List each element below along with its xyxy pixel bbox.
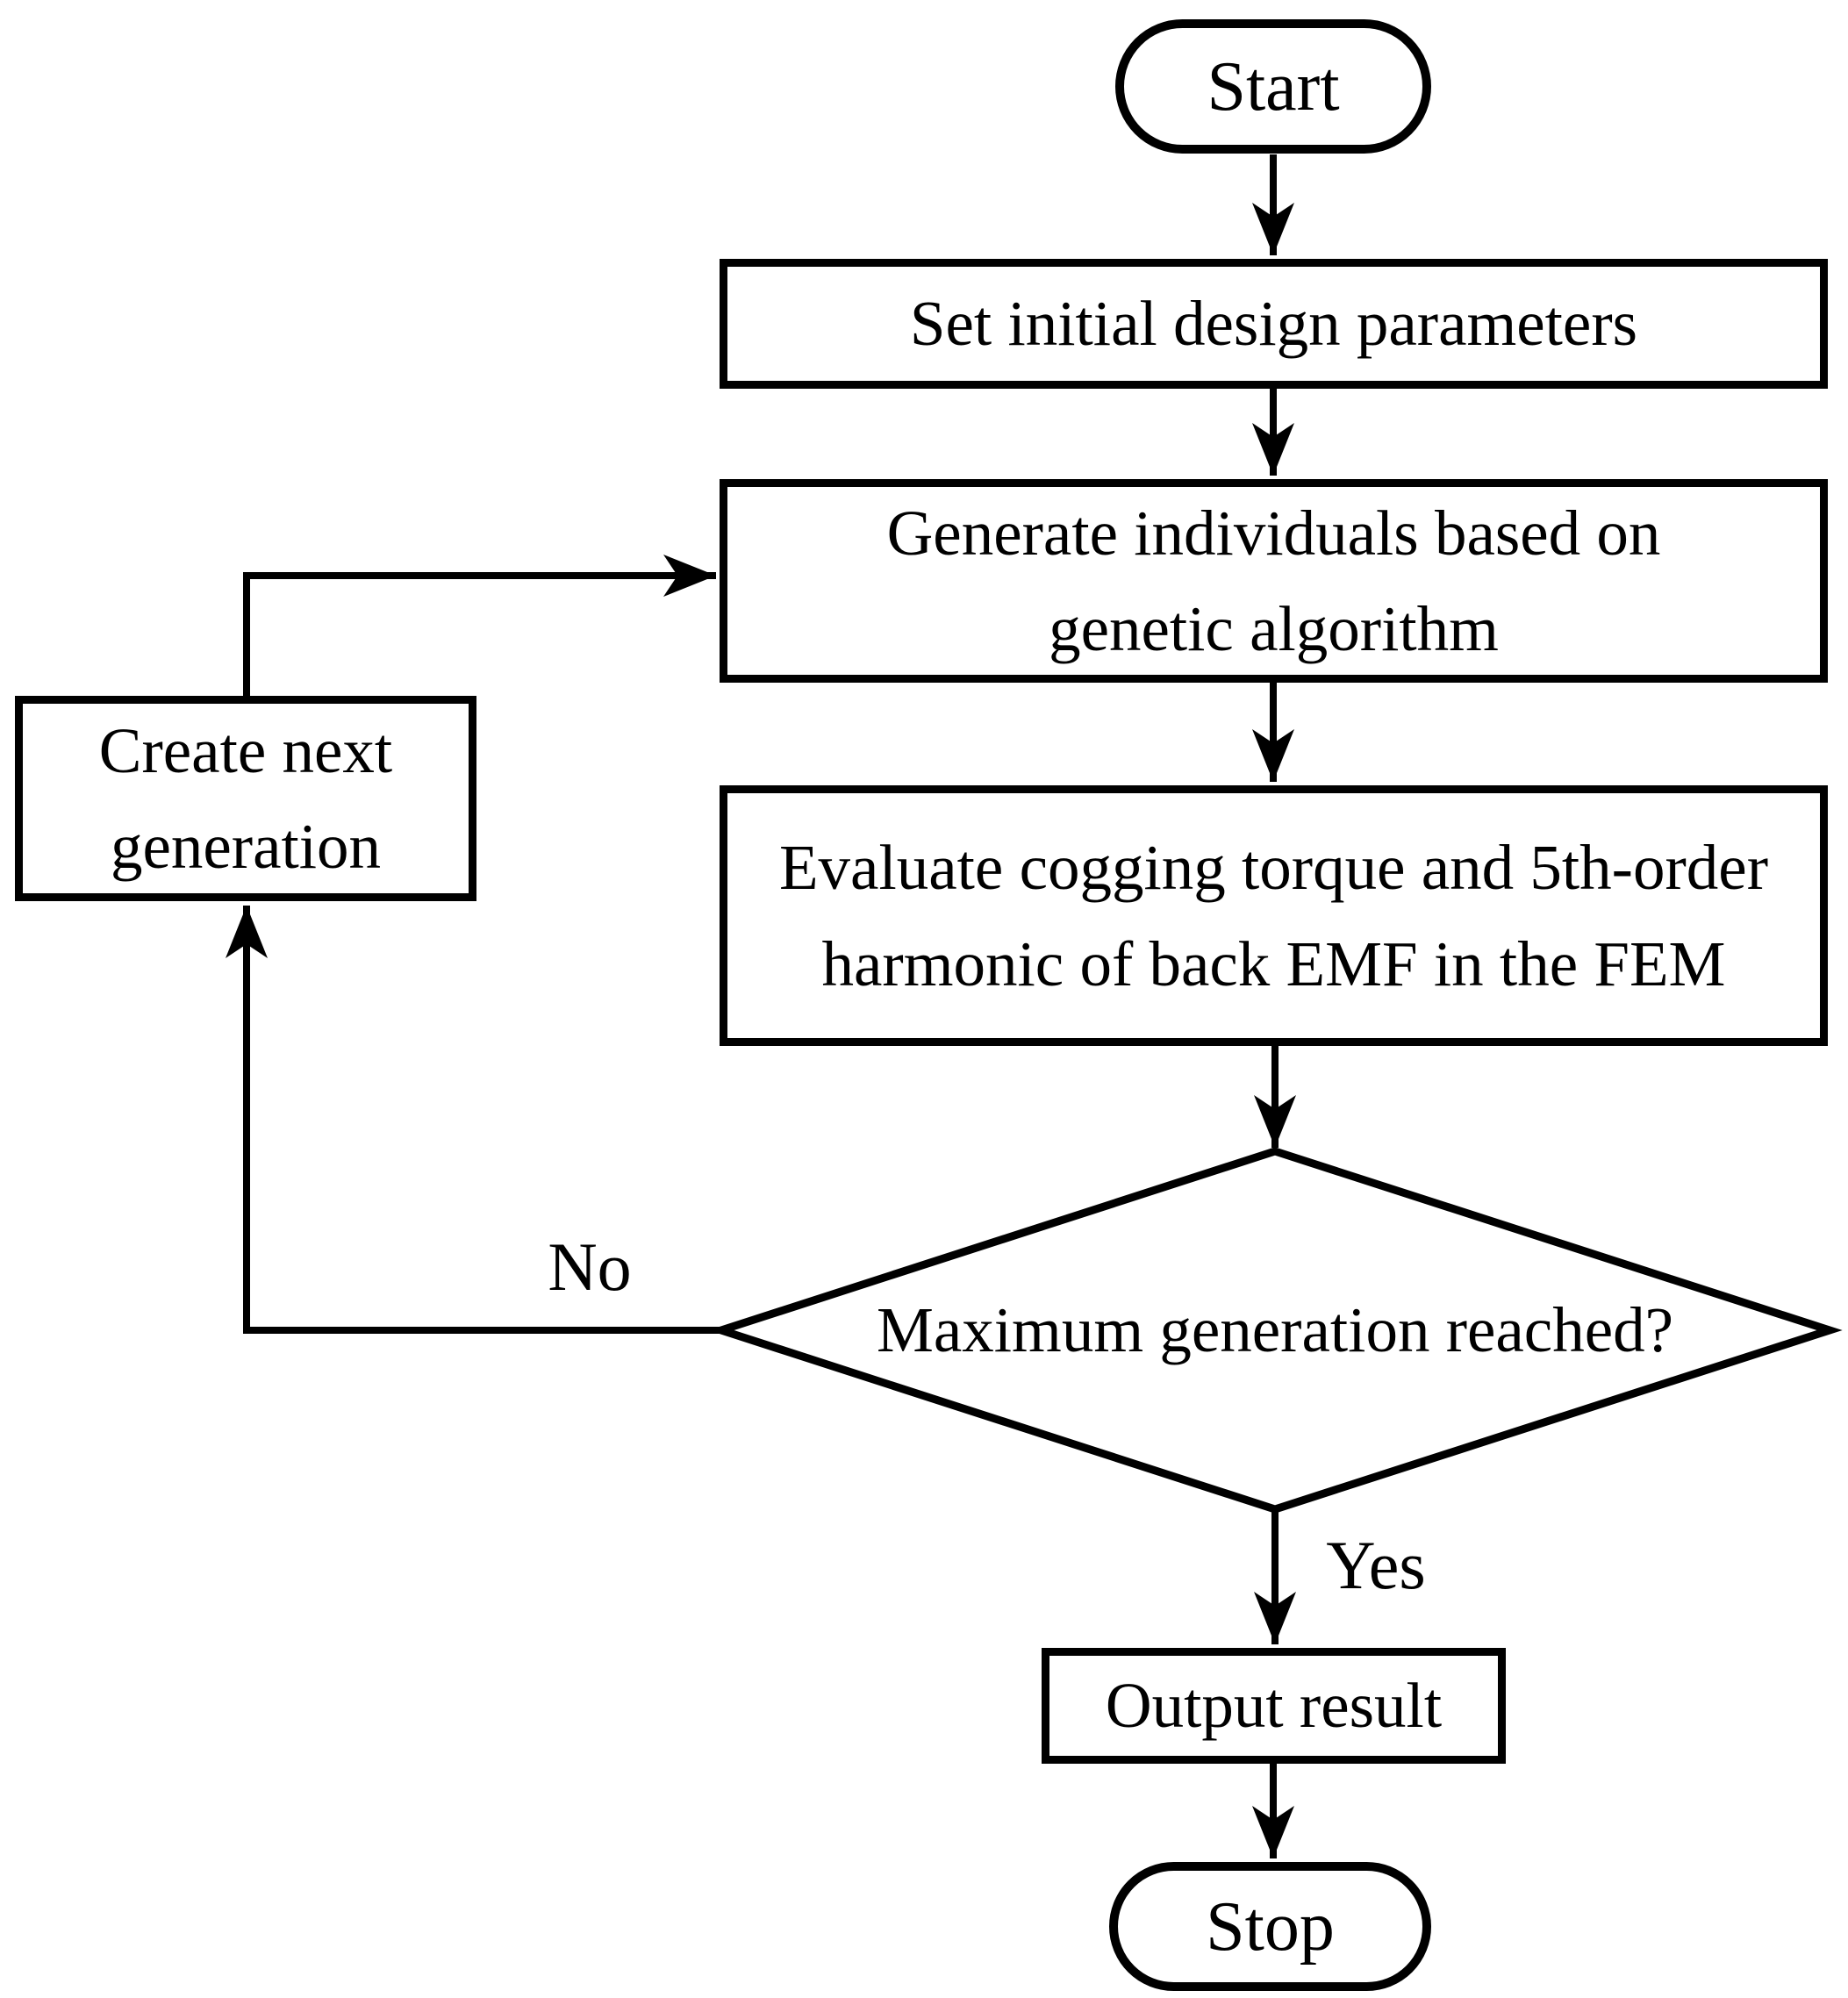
node-generate-line1: Generate individuals based on xyxy=(886,497,1661,569)
edge-label-yes-text: Yes xyxy=(1326,1527,1426,1603)
node-create-next-line1: Create next xyxy=(98,714,393,786)
edge-label-yes: Yes xyxy=(1271,1520,1481,1611)
node-decision-label: Maximum generation reached? xyxy=(746,1264,1804,1397)
edge-label-no: No xyxy=(484,1221,695,1313)
node-evaluate-line2: harmonic of back EMF in the FEM xyxy=(821,927,1726,999)
node-evaluate: Evaluate cogging torque and 5th-order ha… xyxy=(720,785,1828,1046)
edge-label-no-text: No xyxy=(548,1228,632,1305)
node-set-params-label: Set initial design parameters xyxy=(909,288,1638,360)
node-start: Start xyxy=(1115,19,1431,154)
node-evaluate-line1: Evaluate cogging torque and 5th-order xyxy=(778,832,1769,903)
node-create-next-line2: generation xyxy=(110,811,382,882)
node-create-next: Create next generation xyxy=(15,696,476,901)
node-start-label: Start xyxy=(1207,47,1340,125)
node-generate: Generate individuals based on genetic al… xyxy=(720,479,1828,683)
node-output: Output result xyxy=(1042,1648,1506,1764)
node-set-params: Set initial design parameters xyxy=(720,259,1828,389)
node-generate-line2: genetic algorithm xyxy=(1049,593,1499,664)
node-output-label: Output result xyxy=(1105,1670,1443,1742)
node-stop-label: Stop xyxy=(1206,1887,1335,1966)
edge-decision-to-create-no xyxy=(226,906,721,1334)
decision-question-text: Maximum generation reached? xyxy=(876,1294,1674,1365)
node-stop: Stop xyxy=(1109,1862,1431,1991)
edge-create-to-generate xyxy=(243,555,716,699)
